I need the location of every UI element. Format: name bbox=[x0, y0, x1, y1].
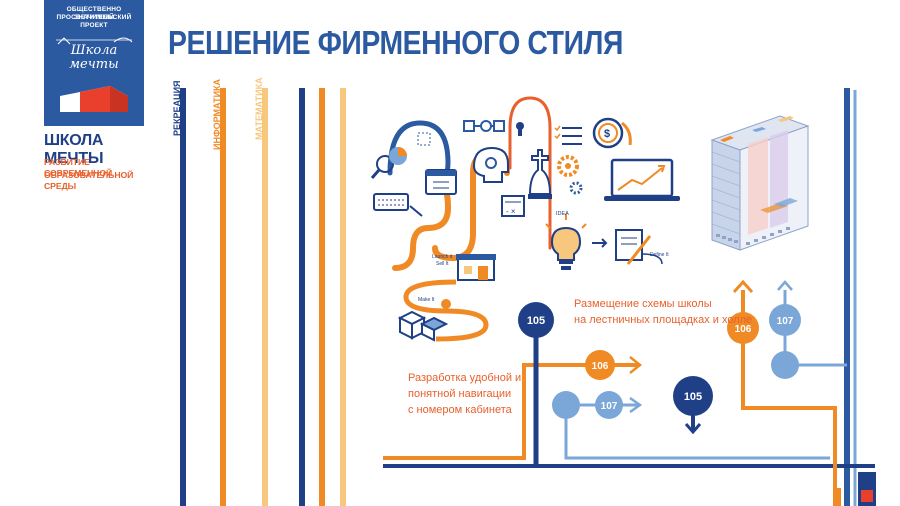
logo-script-line-1: Школа bbox=[70, 43, 118, 58]
nav-note-line-3: с номером кабинета bbox=[408, 404, 512, 416]
room-106-label: 106 bbox=[592, 361, 609, 372]
room-107-marker-vertical bbox=[769, 304, 801, 336]
lightbulb-icon bbox=[545, 214, 587, 270]
logo-top-line-1: ОБЩЕСТВЕННО ЗНАЧИМЫЙ bbox=[66, 6, 122, 21]
svg-text:$: $ bbox=[604, 128, 610, 140]
document-pen-icon bbox=[615, 229, 663, 265]
frame-icon bbox=[417, 132, 431, 146]
stripe-light-orange bbox=[340, 88, 346, 506]
logo-graphic bbox=[56, 37, 133, 112]
flowchart-icon bbox=[463, 120, 524, 136]
logo-top-line-2: ПРОСВЕТИТЕЛЬСКИЙ ПРОЕКТ bbox=[56, 14, 132, 29]
shop-icon bbox=[456, 254, 496, 281]
head-gears-icon bbox=[472, 146, 509, 183]
checklist-icon bbox=[554, 125, 582, 145]
room-105-label-large: 105 bbox=[684, 391, 702, 403]
room-107-marker bbox=[595, 391, 623, 419]
room-circle-light bbox=[552, 391, 580, 419]
logo: ОБЩЕСТВЕННО ЗНАЧИМЫЙ ПРОСВЕТИТЕЛЬСКИЙ ПР… bbox=[44, 0, 144, 126]
magnifier-icon bbox=[370, 155, 394, 179]
box-icon bbox=[397, 299, 451, 342]
room-106-marker-vertical bbox=[727, 312, 759, 344]
chess-piece-icon bbox=[528, 149, 552, 199]
scheme-note-line-1: Размещение схемы школы bbox=[574, 298, 712, 310]
calendar-icon bbox=[425, 169, 457, 195]
brand-name: ШКОЛА МЕЧТЫ bbox=[44, 132, 104, 167]
arrow-right-icon bbox=[592, 238, 608, 248]
scheme-note-line-2: на лестничных площадках и холле bbox=[574, 314, 753, 326]
define-label: Define It bbox=[650, 252, 669, 258]
keyboard-icon bbox=[373, 193, 423, 217]
logo-script-line-2: мечты bbox=[69, 57, 119, 72]
nav-note-line-1: Разработка удобной и bbox=[408, 372, 522, 384]
infographic-illustration: - × $ bbox=[370, 96, 680, 342]
svg-text:- ×: - × bbox=[506, 207, 516, 216]
page-title: РЕШЕНИЕ ФИРМЕННОГО СТИЛЯ bbox=[168, 24, 624, 61]
room-105-label: 105 bbox=[527, 315, 545, 327]
stripe-recreation bbox=[180, 88, 186, 506]
stripe-informatics bbox=[220, 88, 226, 506]
room-106-marker bbox=[585, 350, 615, 380]
pie-chart-icon bbox=[389, 147, 407, 165]
dollar-coin-icon: $ bbox=[592, 117, 632, 149]
make-label: Make It bbox=[418, 297, 435, 303]
brand-subtitle-line-2: ОБРАЗОВАТЕЛЬНОЙ СРЕДЫ bbox=[44, 170, 134, 191]
nav-note-line-2: понятной навигации bbox=[408, 388, 512, 400]
launch-label-1: Launch it bbox=[432, 254, 453, 260]
room-107-label: 107 bbox=[601, 401, 618, 412]
room-105-marker bbox=[518, 302, 554, 338]
room-106-label-vertical: 106 bbox=[735, 324, 752, 335]
room-circle-light-2 bbox=[771, 351, 799, 379]
stripe-navy bbox=[299, 88, 305, 506]
building-schematic bbox=[710, 115, 810, 251]
laptop-chart-icon bbox=[604, 158, 680, 201]
room-107-label-vertical: 107 bbox=[777, 316, 794, 327]
stripe-mathematics bbox=[262, 88, 268, 506]
stripe-orange bbox=[319, 88, 325, 506]
idea-label: IDEA bbox=[556, 211, 569, 217]
room-105-marker-large bbox=[673, 376, 713, 416]
winding-road bbox=[403, 279, 489, 342]
calculator-icon: - × bbox=[501, 195, 525, 217]
brand-subtitle-line-1: РАЗВИТИЕ СОВРЕМЕННОЙ bbox=[44, 157, 113, 178]
gear-icon bbox=[557, 155, 583, 195]
launch-label-2: Sell It bbox=[436, 261, 449, 267]
